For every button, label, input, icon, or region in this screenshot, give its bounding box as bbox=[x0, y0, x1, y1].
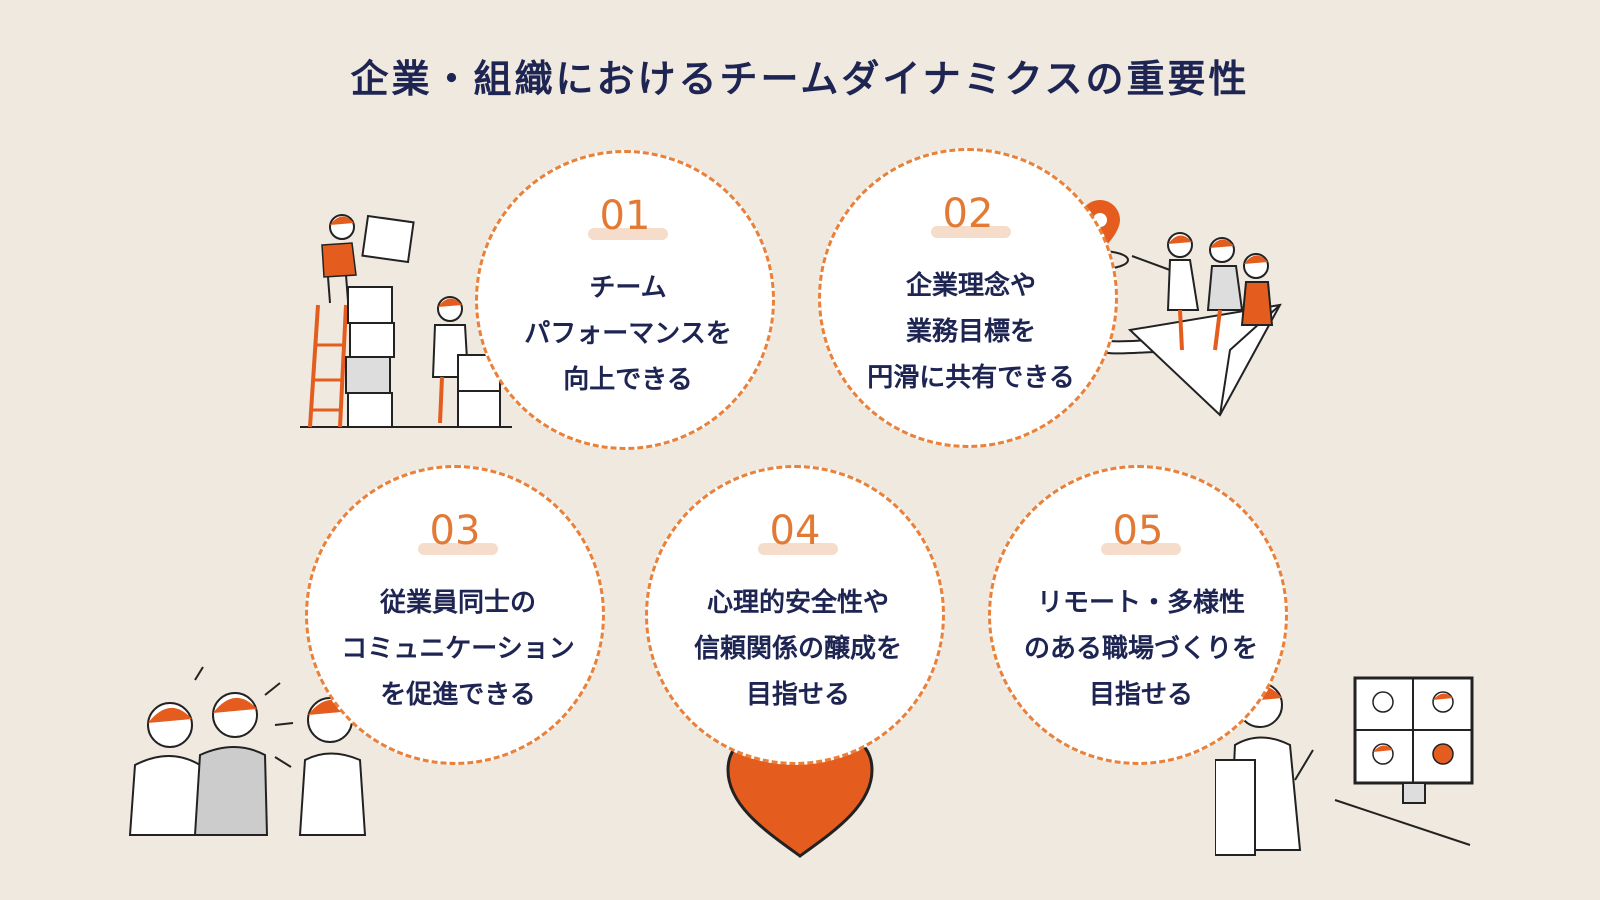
feature-number: 01 bbox=[599, 193, 651, 239]
feature-text: リモート・多様性 のある職場づくりを 目指せる bbox=[1001, 580, 1281, 718]
page-title: 企業・組織におけるチームダイナミクスの重要性 bbox=[350, 57, 1250, 101]
feature-line: 目指せる bbox=[1088, 680, 1193, 710]
number-brush bbox=[418, 543, 498, 555]
feature-line: 円滑に共有できる bbox=[867, 363, 1075, 393]
feature-number: 02 bbox=[942, 191, 994, 237]
feature-line: リモート・多様性 bbox=[1036, 588, 1245, 618]
number-brush bbox=[758, 543, 838, 555]
feature-text: 従業員同士の コミュニケーション を促進できる bbox=[318, 580, 598, 718]
number-brush bbox=[588, 228, 668, 240]
feature-line: 企業理念や bbox=[905, 271, 1036, 301]
feature-text: 心理的安全性や 信頼関係の醸成を 目指せる bbox=[658, 580, 938, 718]
feature-text: チーム パフォーマンスを 向上できる bbox=[488, 265, 768, 403]
feature-number: 04 bbox=[769, 508, 821, 554]
feature-circle-01: 01 チーム パフォーマンスを 向上できる bbox=[475, 150, 775, 450]
feature-text: 企業理念や 業務目標を 円滑に共有できる bbox=[831, 263, 1111, 401]
feature-circle-04: 04 心理的安全性や 信頼関係の醸成を 目指せる bbox=[645, 465, 945, 765]
number-brush bbox=[1101, 543, 1181, 555]
number-brush bbox=[931, 226, 1011, 238]
feature-line: のある職場づくりを bbox=[1023, 634, 1258, 664]
feature-circle-03: 03 従業員同士の コミュニケーション を促進できる bbox=[305, 465, 605, 765]
feature-line: 目指せる bbox=[745, 680, 850, 710]
feature-number: 03 bbox=[429, 508, 481, 554]
feature-circle-05: 05 リモート・多様性 のある職場づくりを 目指せる bbox=[988, 465, 1288, 765]
feature-line: 業務目標を bbox=[905, 317, 1036, 347]
feature-line: パフォーマンスを bbox=[524, 319, 732, 349]
feature-line: を促進できる bbox=[380, 680, 536, 710]
feature-line: 従業員同士の bbox=[379, 588, 536, 618]
feature-circle-02: 02 企業理念や 業務目標を 円滑に共有できる bbox=[818, 148, 1118, 448]
feature-line: チーム bbox=[589, 273, 667, 303]
feature-line: コミュニケーション bbox=[341, 634, 575, 664]
feature-line: 向上できる bbox=[563, 365, 693, 395]
feature-number: 05 bbox=[1112, 508, 1164, 554]
remote-meeting-illustration bbox=[1215, 676, 1474, 856]
feature-line: 心理的安全性や bbox=[706, 588, 889, 618]
feature-line: 信頼関係の醸成を bbox=[693, 634, 902, 664]
